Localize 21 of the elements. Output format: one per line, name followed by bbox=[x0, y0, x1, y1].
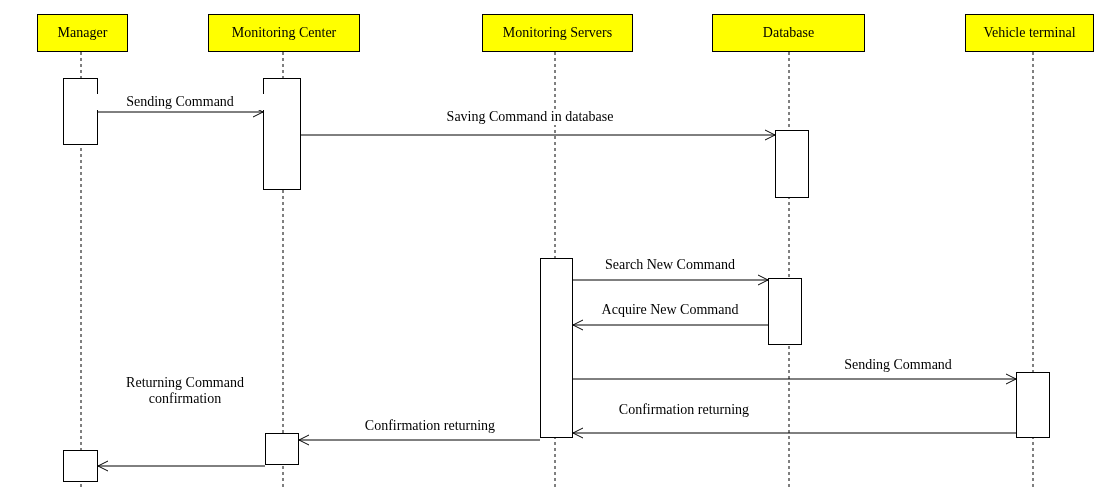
message-arrow bbox=[572, 319, 769, 331]
activation-bar bbox=[768, 278, 802, 345]
activation-bar bbox=[265, 433, 299, 465]
activation-bar bbox=[540, 258, 573, 438]
lifeline-header: Database bbox=[712, 14, 865, 52]
message-arrow bbox=[97, 460, 266, 472]
activation-bar bbox=[63, 450, 98, 482]
activation-bar bbox=[1016, 372, 1050, 438]
message-arrow bbox=[572, 427, 1017, 439]
activation-bar bbox=[263, 78, 301, 190]
lifeline-header: Monitoring Servers bbox=[482, 14, 633, 52]
lifeline-header: Monitoring Center bbox=[208, 14, 360, 52]
lifeline-header: Manager bbox=[37, 14, 128, 52]
message-arrow bbox=[572, 373, 1017, 385]
lifeline-header: Vehicle terminal bbox=[965, 14, 1094, 52]
message-arrow bbox=[572, 274, 769, 286]
message-arrow bbox=[298, 434, 541, 446]
activation-bar bbox=[63, 78, 98, 145]
message-label: Sending Command bbox=[95, 94, 265, 110]
activation-bar bbox=[775, 130, 809, 198]
message-arrow bbox=[300, 129, 776, 141]
